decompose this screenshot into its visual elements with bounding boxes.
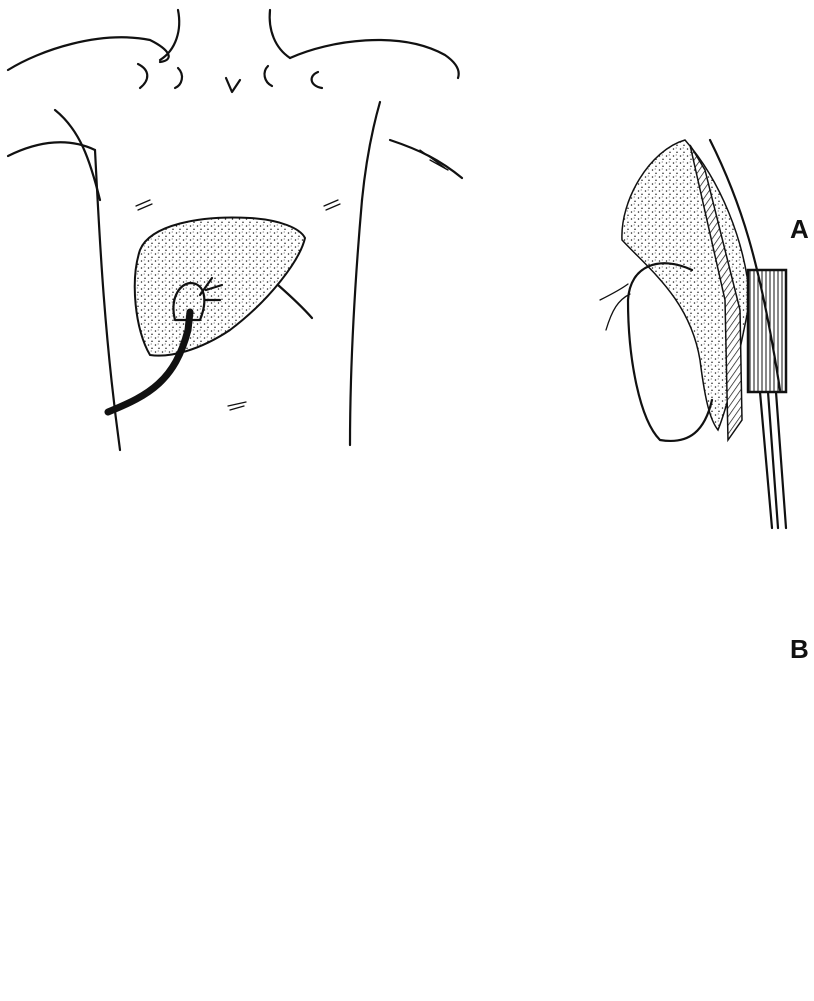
detail-a <box>600 140 786 528</box>
panel-label-a: A <box>790 214 809 245</box>
panel-label-b: B <box>790 634 809 665</box>
torso-top <box>8 10 462 450</box>
catheter-a <box>748 270 786 392</box>
